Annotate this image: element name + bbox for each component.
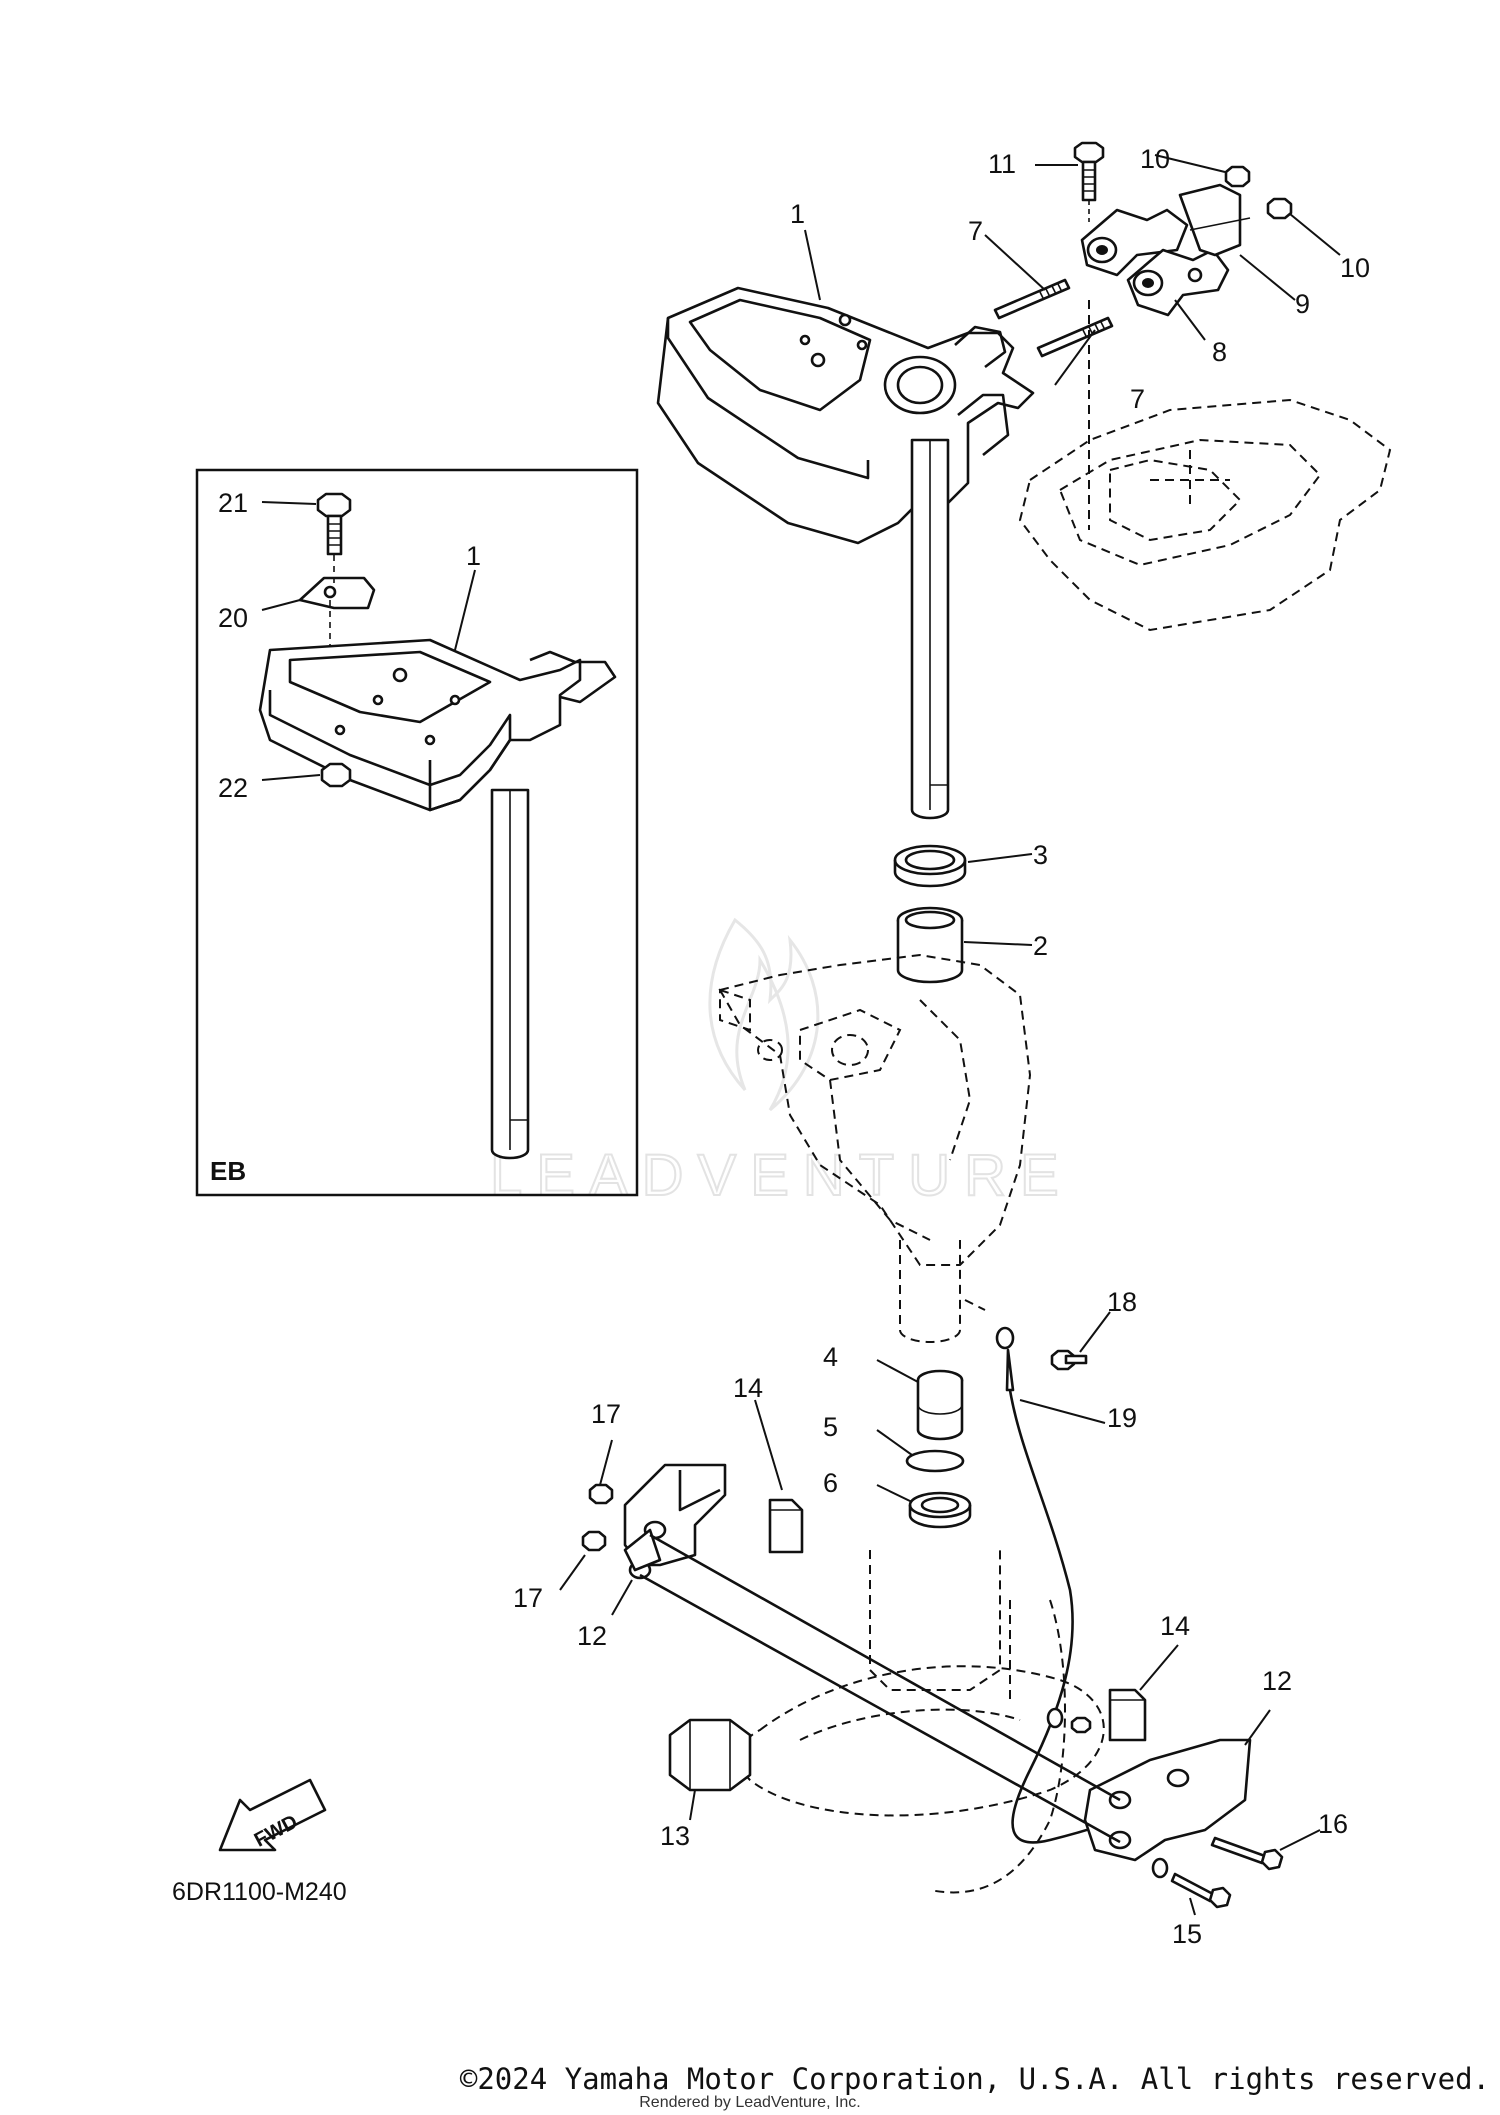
steering-shaft-inset-icon	[490, 788, 530, 1160]
bolt-18-icon	[1050, 1349, 1088, 1371]
callout-5: 5	[823, 1412, 838, 1442]
engine-base-outline	[1018, 300, 1392, 632]
inset-label: EB	[210, 1156, 246, 1186]
stopper-12a-icon	[623, 1463, 727, 1580]
nut-22-icon	[320, 762, 352, 788]
leader-lines	[261, 154, 1341, 1916]
o-ring-5-icon	[905, 1449, 965, 1473]
mount-8-icon	[1080, 208, 1230, 317]
callout-2: 2	[1033, 931, 1048, 961]
rendered-by: Rendered by LeadVenture, Inc.	[639, 2094, 861, 2111]
callout-17a: 17	[591, 1399, 621, 1429]
lower-housing-outline	[738, 1550, 1105, 1894]
callout-4: 4	[823, 1342, 838, 1372]
bolt-16-icon	[1210, 1836, 1284, 1871]
callout-10a: 10	[1140, 144, 1170, 174]
callout-12a: 12	[577, 1621, 607, 1651]
pad-14a-icon	[768, 1498, 804, 1554]
nut-17a-icon	[588, 1483, 614, 1505]
callouts: 1 1 2 3 4 5 6 7 7 8 9 10 10 11 12 12 13 …	[218, 144, 1370, 1949]
callout-11: 11	[988, 149, 1016, 179]
bolt-15-icon	[1170, 1872, 1232, 1909]
callout-1: 1	[790, 199, 805, 229]
watermark-text: LEADVENTURE	[490, 1143, 1073, 1208]
callout-16: 16	[1318, 1809, 1348, 1839]
callout-14a: 14	[733, 1373, 763, 1403]
diagram-code: 6DR1100-M240	[172, 1878, 347, 1906]
callout-9: 9	[1295, 289, 1310, 319]
pad-14b-icon	[1108, 1688, 1147, 1742]
callout-15: 15	[1172, 1919, 1202, 1949]
callout-18: 18	[1107, 1287, 1137, 1317]
ground-wire-19-icon	[995, 1326, 1141, 1844]
callout-10b: 10	[1340, 253, 1370, 283]
callout-7b: 7	[1130, 384, 1145, 414]
bushing-2-icon	[896, 906, 964, 984]
block-13-icon	[668, 1718, 752, 1792]
stopper-12b-icon	[1083, 1738, 1252, 1862]
callout-7a: 7	[968, 216, 983, 246]
callout-3: 3	[1033, 840, 1048, 870]
steering-shaft-icon	[910, 438, 950, 820]
bolt-11-icon	[1073, 141, 1105, 222]
bolt-21-icon	[316, 492, 352, 556]
nut-10b-icon	[1266, 197, 1293, 220]
bushing-3-icon	[893, 844, 967, 888]
plate-20-icon	[298, 576, 376, 610]
callout-8: 8	[1212, 337, 1227, 367]
stopper-rod-icon	[639, 1533, 1121, 1844]
nut-10a-icon	[1224, 165, 1251, 188]
steering-bracket-inset-icon	[258, 638, 617, 812]
callout-21: 21	[218, 488, 248, 518]
nut-17b-icon	[581, 1530, 607, 1552]
fwd-arrow-icon: FWD	[218, 1778, 327, 1852]
callout-22: 22	[218, 773, 248, 803]
callout-13: 13	[660, 1821, 690, 1851]
copyright-footer: ©2024 Yamaha Motor Corporation, U.S.A. A…	[459, 2062, 1490, 2096]
small-bolt-icon	[1046, 1707, 1169, 1879]
stud-7-icon	[993, 278, 1071, 320]
eb-inset: EB	[195, 468, 639, 1197]
stud-7b-icon	[1036, 316, 1114, 358]
callout-1-inset: 1	[466, 541, 481, 571]
callout-20: 20	[218, 603, 248, 633]
seal-6-icon	[908, 1491, 972, 1529]
steering-bracket-icon	[656, 286, 1035, 545]
callout-19: 19	[1107, 1403, 1137, 1433]
callout-17b: 17	[513, 1583, 543, 1613]
callout-14b: 14	[1160, 1611, 1190, 1641]
bushing-4-icon	[916, 1369, 964, 1441]
watermark: LEADVENTURE	[489, 917, 1073, 1209]
callout-6: 6	[823, 1468, 838, 1498]
callout-12b: 12	[1262, 1666, 1292, 1696]
clamp-9-icon	[1178, 183, 1251, 257]
parts-diagram: LEADVENTURE EB	[172, 141, 1392, 1949]
swivel-bracket-outline	[718, 953, 1032, 1343]
